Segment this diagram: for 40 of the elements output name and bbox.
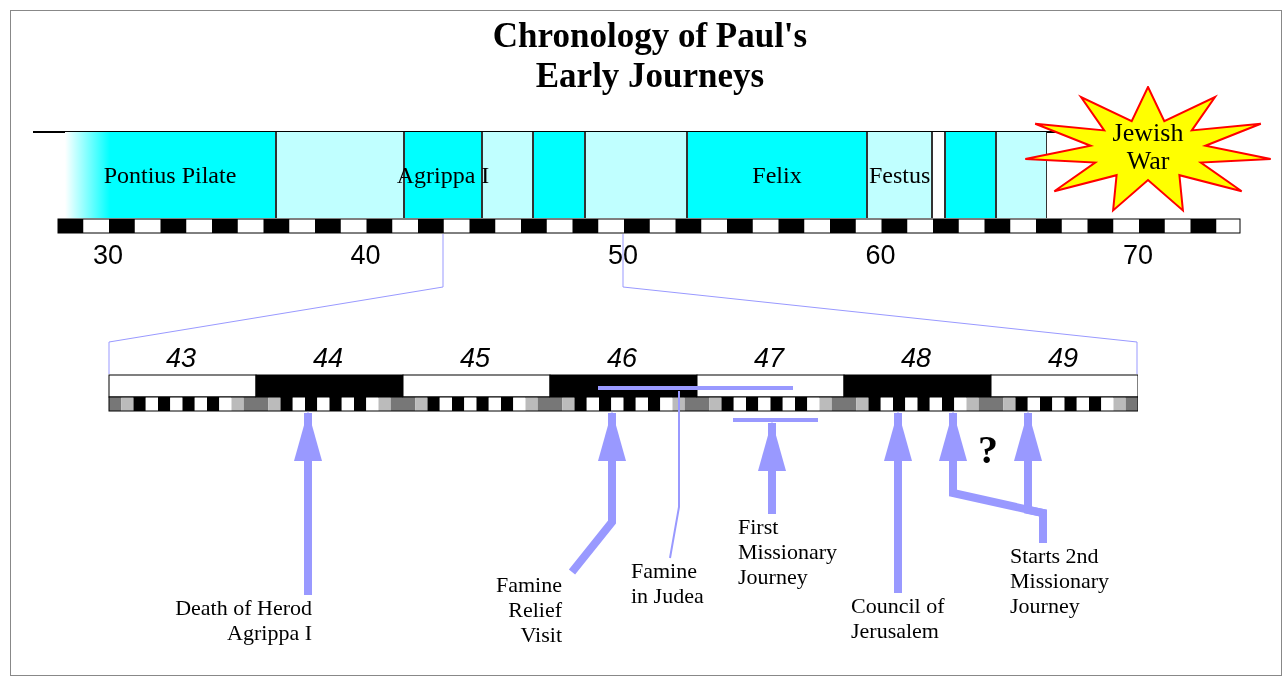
period-segment bbox=[867, 132, 932, 218]
year-number: 45 bbox=[460, 343, 491, 374]
event-label: Death of Herod Agrippa I bbox=[112, 595, 312, 645]
span-bar bbox=[733, 418, 818, 422]
period-segment bbox=[585, 132, 687, 218]
period-label: Festus bbox=[869, 162, 931, 189]
period-segment bbox=[996, 132, 1047, 218]
event-label: Famine Relief Visit bbox=[462, 572, 562, 647]
event-label: Council of Jerusalem bbox=[851, 593, 981, 643]
year-ruler bbox=[57, 218, 1241, 234]
title: Chronology of Paul's Early Journeys bbox=[491, 16, 809, 96]
question-mark: ? bbox=[978, 426, 998, 473]
event-label: First Missionary Journey bbox=[738, 514, 868, 589]
period-segment bbox=[533, 132, 585, 218]
year-number: 60 bbox=[865, 240, 896, 271]
period-segment bbox=[687, 132, 867, 218]
period-segment bbox=[65, 132, 276, 218]
period-segment bbox=[482, 132, 533, 218]
event-label: Starts 2nd Missionary Journey bbox=[1010, 543, 1150, 618]
zoom-line bbox=[622, 233, 1138, 375]
period-segment bbox=[932, 132, 945, 218]
year-number: 30 bbox=[93, 240, 124, 271]
year-number: 50 bbox=[608, 240, 639, 271]
period-label: Felix bbox=[752, 162, 802, 189]
arrow bbox=[568, 411, 626, 575]
year-number: 70 bbox=[1123, 240, 1154, 271]
event-label: Famine in Judea bbox=[631, 558, 719, 608]
timeline-bar bbox=[108, 374, 1138, 412]
leader-line bbox=[669, 390, 680, 559]
year-number: 49 bbox=[1048, 343, 1079, 374]
period-segment bbox=[945, 132, 996, 218]
year-number: 48 bbox=[901, 343, 932, 374]
year-number: 40 bbox=[350, 240, 381, 271]
period-label: Pontius Pilate bbox=[103, 162, 237, 189]
year-number: 43 bbox=[166, 343, 197, 374]
year-number: 46 bbox=[607, 343, 638, 374]
star-label: Jewish War bbox=[1111, 119, 1185, 175]
year-number: 44 bbox=[313, 343, 344, 374]
year-number: 47 bbox=[754, 343, 785, 374]
zoom-line bbox=[108, 233, 444, 375]
